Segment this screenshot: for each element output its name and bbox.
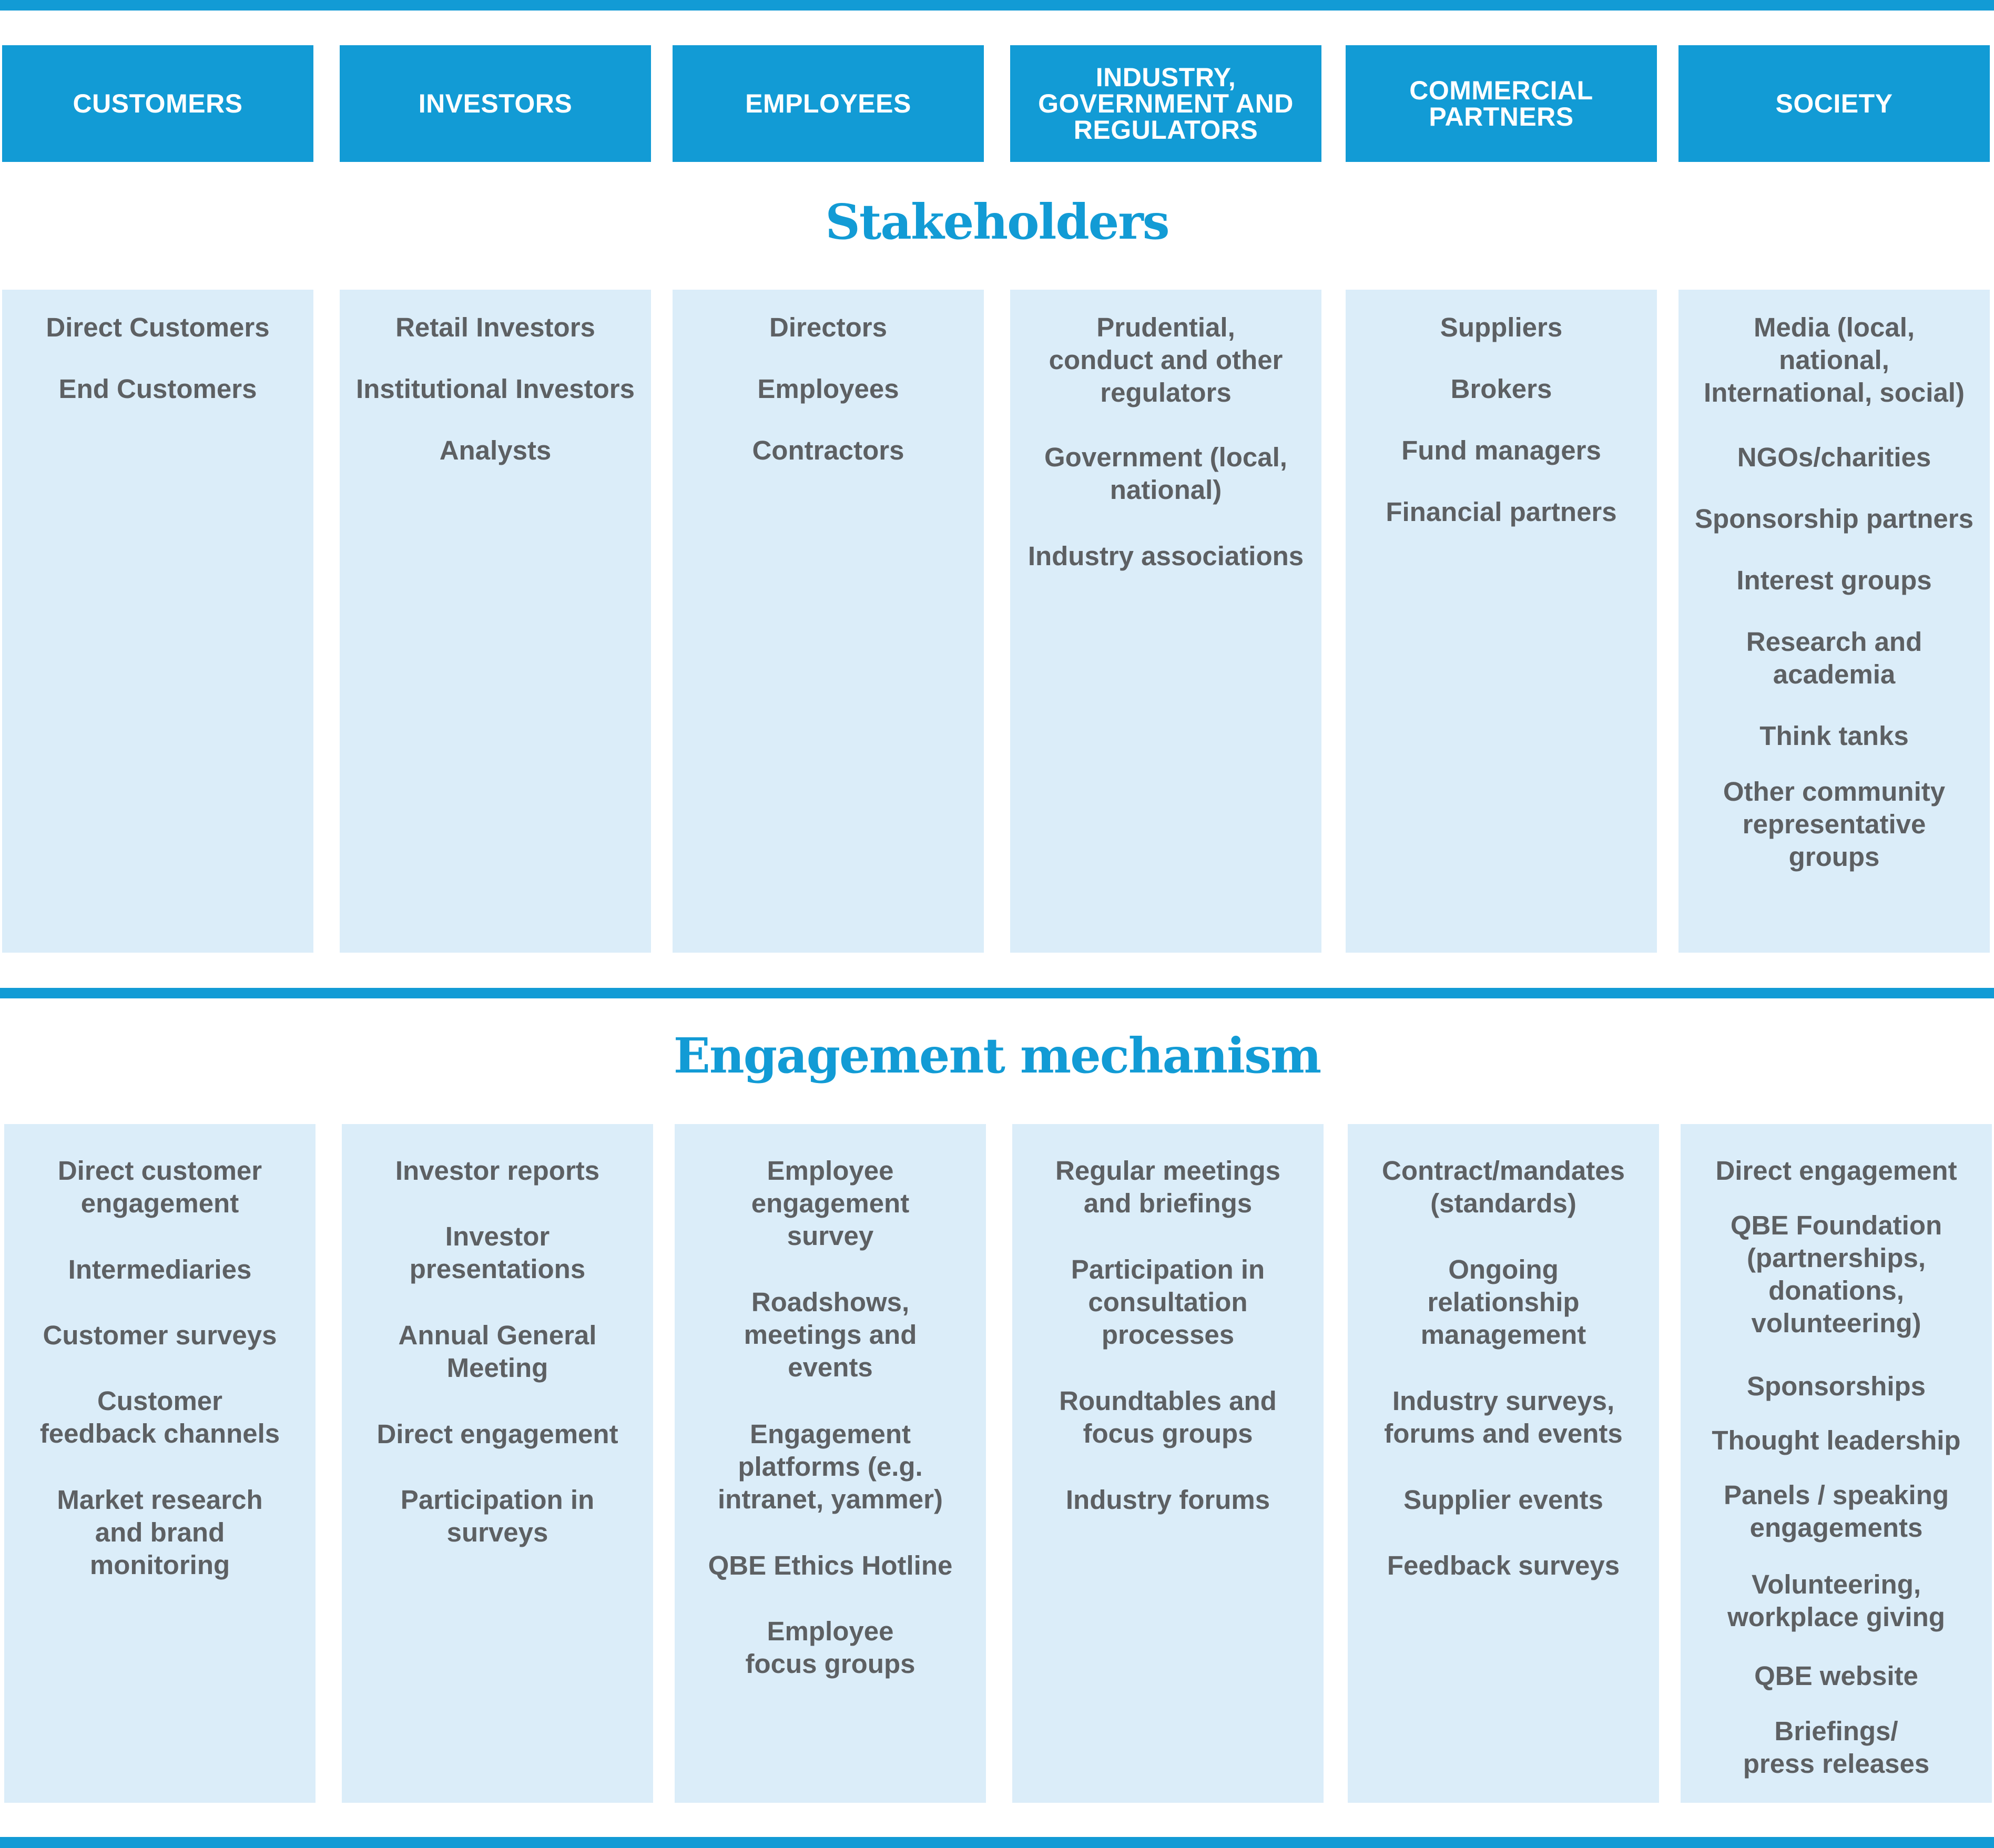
engagement-item: QBE Foundation (partnerships, donations,…: [1730, 1210, 1942, 1338]
engagement-item: Contract/mandates (standards): [1382, 1156, 1625, 1218]
engagement-item: Direct engagement: [1715, 1156, 1957, 1186]
engagement-item: Feedback surveys: [1387, 1550, 1620, 1580]
engagement-item: Direct customer engagement: [57, 1156, 262, 1218]
engagement-item: Roundtables and focus groups: [1059, 1386, 1277, 1448]
engagement-item: Briefings/ press releases: [1743, 1716, 1930, 1779]
stakeholder-item: Media (local, national, International, s…: [1704, 312, 1965, 407]
stakeholder-item: Employees: [757, 374, 899, 404]
engagement-item: Annual General Meeting: [398, 1320, 597, 1383]
header-investors: INVESTORS: [340, 45, 651, 162]
engagement-item: Engagement platforms (e.g. intranet, yam…: [718, 1419, 943, 1514]
engagement-item: Customer surveys: [43, 1320, 277, 1350]
stakeholder-item: Retail Investors: [395, 312, 595, 342]
stakeholder-item: Industry associations: [1027, 541, 1304, 571]
bottom-rule: [0, 1837, 1994, 1848]
stakeholder-item: Other community representative groups: [1723, 777, 1946, 872]
engagement-item: Investor presentations: [409, 1221, 586, 1284]
stakeholder-item: Analysts: [439, 435, 552, 465]
stakeholder-item: Think tanks: [1759, 721, 1909, 751]
engagement-column-commercial-partners: Contract/mandates (standards) Ongoing rel…: [1348, 1124, 1659, 1803]
engagement-item: Supplier events: [1403, 1485, 1603, 1515]
engagement-item: Market research and brand monitoring: [57, 1485, 263, 1580]
stakeholder-item: Brokers: [1450, 374, 1552, 404]
engagement-item: Volunteering, workplace giving: [1727, 1569, 1945, 1632]
engagement-item: Roadshows, meetings and events: [744, 1287, 917, 1382]
engagement-mechanism-title: Engagement mechanism: [673, 1027, 1321, 1084]
stakeholder-item: Institutional Investors: [356, 374, 635, 404]
engagement-item: Employee focus groups: [745, 1616, 915, 1679]
engagement-item: Participation in surveys: [400, 1485, 595, 1547]
stakeholder-item: Directors: [769, 312, 887, 342]
engagement-item: Ongoing relationship management: [1420, 1254, 1586, 1350]
header-industry-government-regulators: INDUSTRY, GOVERNMENT AND REGULATORS: [1010, 45, 1321, 162]
stakeholders-title: Stakeholders: [825, 193, 1169, 250]
engagement-item: Regular meetings and briefings: [1055, 1156, 1280, 1218]
engagement-item: Industry surveys, forums and events: [1384, 1386, 1623, 1448]
stakeholder-column-industry-government-regulators: Prudential, conduct and other regulators…: [1010, 290, 1321, 953]
engagement-item: QBE Ethics Hotline: [708, 1550, 953, 1580]
stakeholder-item: NGOs/charities: [1737, 442, 1931, 472]
engagement-item: Sponsorships: [1746, 1371, 1926, 1401]
engagement-item: QBE website: [1754, 1661, 1918, 1691]
header-society: SOCIETY: [1678, 45, 1990, 162]
engagement-item: Customer feedback channels: [39, 1386, 280, 1448]
stakeholder-item: Direct Customers: [46, 312, 270, 342]
stakeholder-item: Prudential, conduct and other regulators: [1049, 312, 1283, 407]
top-rule: [0, 0, 1994, 11]
stakeholder-item: Fund managers: [1401, 435, 1601, 465]
stakeholder-item: End Customers: [58, 374, 257, 404]
stakeholder-item: Contractors: [752, 435, 904, 465]
header-customers: CUSTOMERS: [2, 45, 313, 162]
engagement-item: Thought leadership: [1712, 1425, 1961, 1455]
header-employees: EMPLOYEES: [673, 45, 984, 162]
middle-rule: [0, 988, 1994, 998]
engagement-item: Intermediaries: [68, 1254, 252, 1284]
stakeholder-item: Interest groups: [1736, 565, 1932, 595]
stakeholder-item: Suppliers: [1440, 312, 1563, 342]
engagement-item: Industry forums: [1065, 1485, 1270, 1515]
stakeholder-item: Government (local, national): [1044, 442, 1287, 505]
header-commercial-partners: COMMERCIAL PARTNERS: [1346, 45, 1657, 162]
engagement-item: Direct engagement: [377, 1419, 618, 1449]
engagement-item: Participation in consultation processes: [1071, 1254, 1265, 1350]
engagement-item: Investor reports: [395, 1156, 600, 1186]
stakeholder-column-society: Media (local, national, International, s…: [1678, 290, 1990, 953]
engagement-item: Employee engagement survey: [751, 1156, 910, 1251]
engagement-item: Panels / speaking engagements: [1723, 1480, 1949, 1543]
stakeholder-item: Sponsorship partners: [1695, 504, 1973, 534]
stakeholder-item: Research and academia: [1746, 627, 1922, 689]
stakeholder-item: Financial partners: [1386, 497, 1617, 527]
